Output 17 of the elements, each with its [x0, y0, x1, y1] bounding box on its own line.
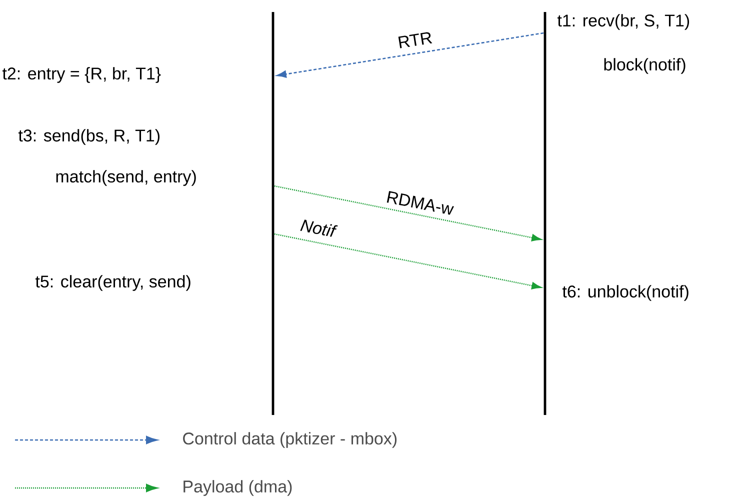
event-label: t2: entry = {R, br, T1} — [2, 67, 161, 83]
arrow — [274, 233, 542, 290]
lifeline — [272, 12, 274, 415]
legend-text: Payload (dma) — [184, 480, 292, 496]
event-label: t6: unblock(notif) — [562, 285, 688, 301]
arrow — [276, 32, 544, 78]
edge-label: Notif — [300, 220, 338, 237]
edge-label: RDMA-w — [386, 191, 454, 215]
event-label: t3: send(bs, R, T1) — [18, 129, 160, 145]
event-label: match(send, entry) — [56, 170, 196, 186]
event-label: t1: recv(br, S, T1) — [557, 14, 690, 30]
lifeline — [544, 12, 546, 415]
arrow — [274, 185, 542, 242]
edge-label: RTR — [398, 32, 432, 48]
event-label: t5: clear(entry, send) — [35, 275, 190, 291]
event-label: block(notif) — [604, 58, 686, 74]
legend-text: Control data (pktizer - mbox) — [183, 432, 397, 448]
